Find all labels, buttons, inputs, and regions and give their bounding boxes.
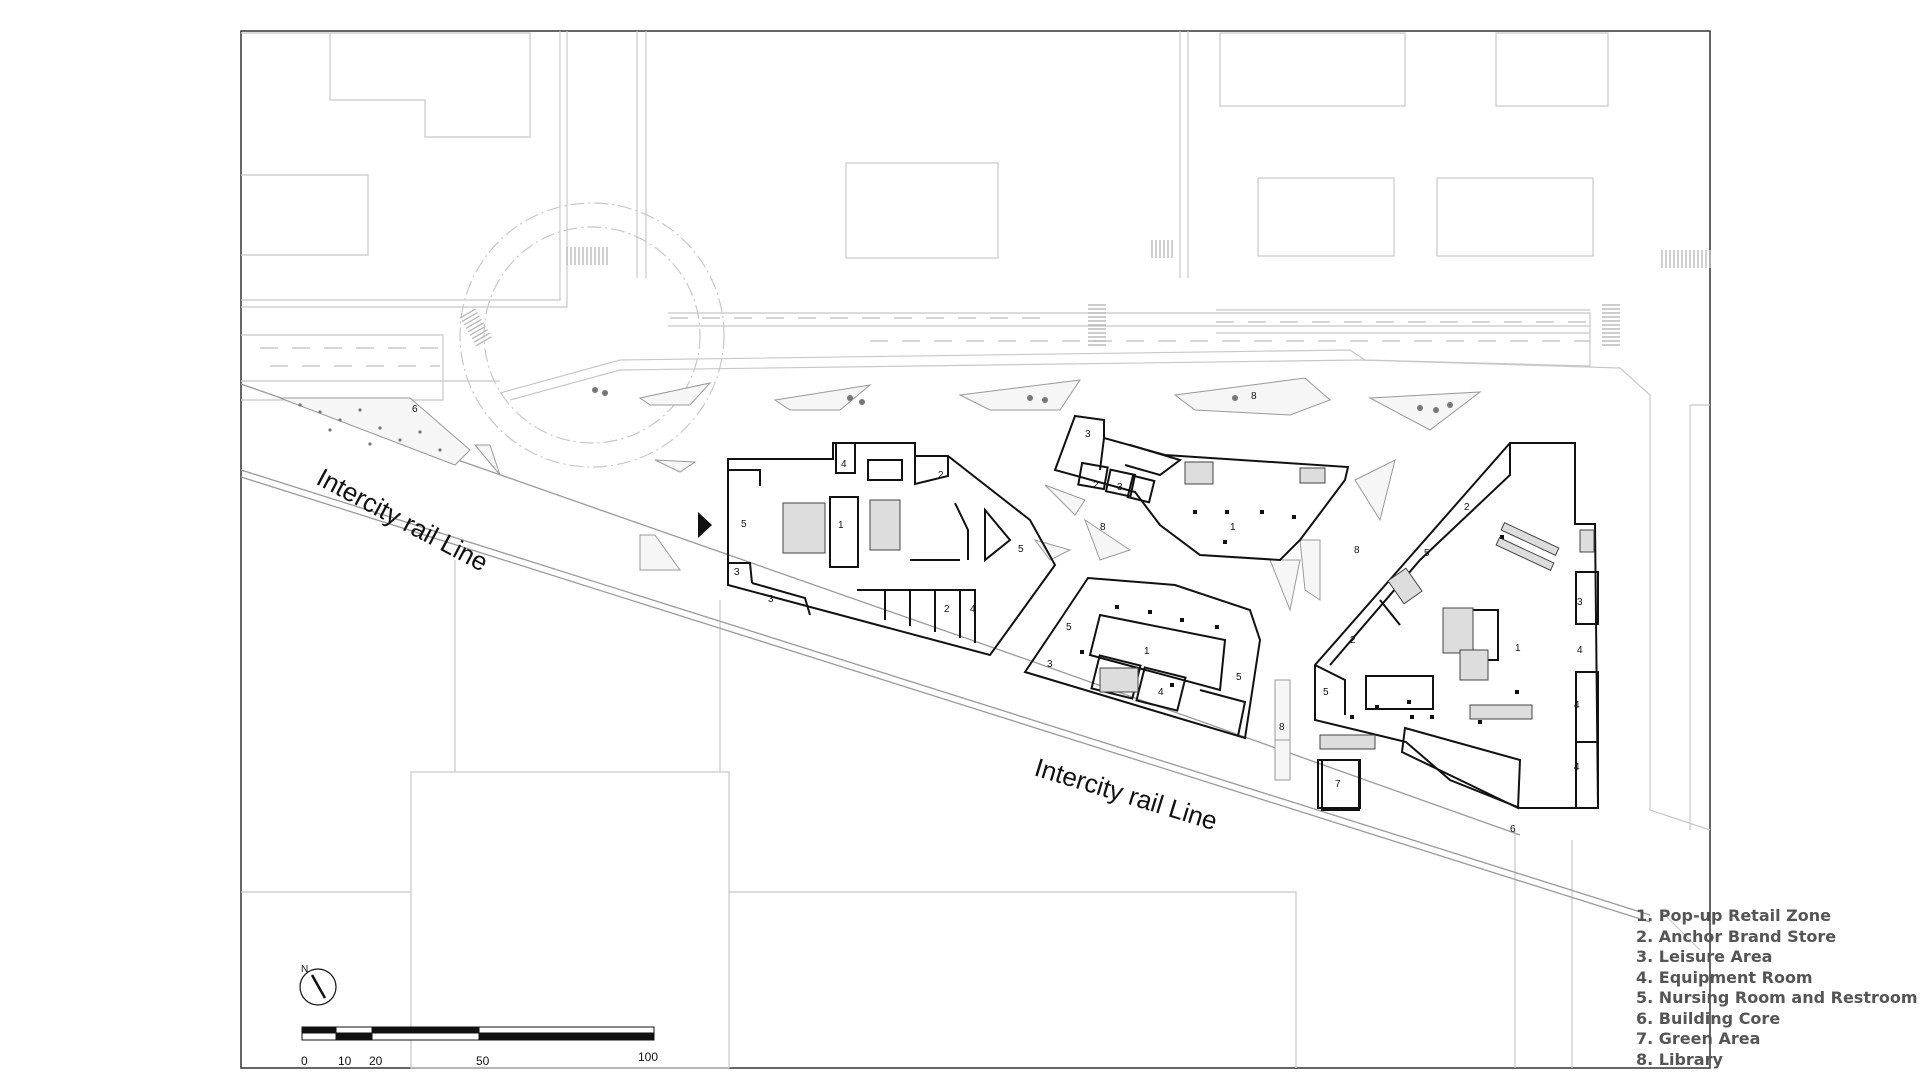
scale-bar (301, 1026, 655, 1041)
building-b (1053, 414, 1350, 562)
legend-item: 2. Anchor Brand Store (1636, 926, 1837, 946)
legend-item: 8. Library (1636, 1049, 1723, 1069)
structural-columns (1080, 510, 1519, 724)
room-number: 7 (1335, 779, 1341, 790)
legend-item: 1. Pop-up Retail Zone (1636, 906, 1831, 925)
green-area-block (1317, 759, 1361, 809)
room-number: 2 (938, 470, 944, 481)
room-number: 1 (838, 520, 844, 531)
north-label: N (301, 964, 309, 975)
room-number: 5 (1236, 672, 1242, 683)
legend-item: 7. Green Area (1636, 1029, 1761, 1048)
building-cores (782, 461, 1595, 750)
drawing-frame (240, 30, 1711, 1069)
building-c (1023, 576, 1262, 740)
room-number: 3 (734, 567, 740, 578)
room-number: 2 (1093, 480, 1099, 491)
room-number: 2 (1464, 502, 1470, 513)
scale-tick-10: 10 (338, 1054, 352, 1068)
room-number: 3 (768, 594, 774, 605)
scale-tick-100: 100 (638, 1050, 659, 1064)
room-number: 3 (1117, 482, 1123, 493)
entrance-arrow (698, 512, 712, 538)
north-arrow (299, 968, 337, 1006)
room-number: 8 (1354, 545, 1360, 556)
room-number: 1 (1515, 643, 1521, 654)
room-number: 5 (1424, 548, 1430, 559)
room-number: 3 (1085, 429, 1091, 440)
room-number: 4 (1574, 700, 1580, 711)
room-number: 5 (1018, 544, 1024, 555)
rail-corridor (240, 383, 1651, 923)
room-number: 5 (1323, 687, 1329, 698)
scale-tick-50: 50 (476, 1054, 490, 1068)
room-number: 5 (741, 519, 747, 530)
room-number: 8 (1100, 522, 1106, 533)
legend-item: 4. Equipment Room (1636, 967, 1813, 987)
room-number: 4 (1577, 645, 1583, 656)
landscape-islands (279, 377, 1482, 781)
planting-texture (298, 387, 1453, 452)
room-number: 1 (1230, 522, 1236, 533)
legend-item: 6. Building Core (1636, 1008, 1781, 1028)
room-number: 5 (1066, 622, 1072, 633)
building-d (1314, 442, 1600, 811)
scale-tick-20: 20 (369, 1054, 383, 1068)
room-number: 2 (1350, 635, 1356, 646)
room-number: 4 (1574, 762, 1580, 773)
legend-item: 5. Nursing Room and Restroom (1636, 988, 1918, 1007)
scale-tick-0: 0 (301, 1054, 308, 1068)
room-number: 4 (970, 604, 976, 615)
room-numbers: 5 4 2 1 5 3 3 2 4 3 2 3 1 8 5 1 3 4 5 2 … (412, 391, 1583, 835)
room-number: 3 (1047, 659, 1053, 670)
building-a (727, 442, 1057, 657)
room-number: 4 (841, 459, 847, 470)
room-number: 8 (1279, 722, 1285, 733)
legend: 1. Pop-up Retail Zone 2. Anchor Brand St… (1636, 906, 1918, 1070)
lane-markings (260, 317, 1590, 367)
context-streets (241, 31, 1711, 1069)
room-number: 6 (412, 404, 418, 415)
room-number: 8 (1251, 391, 1257, 402)
room-number: 6 (1510, 824, 1516, 835)
legend-item: 3. Leisure Area (1636, 947, 1773, 966)
room-number: 3 (1577, 597, 1583, 608)
room-number: 1 (1144, 646, 1150, 657)
crosswalks (459, 240, 1711, 347)
room-number: 4 (1158, 687, 1164, 698)
roundabout (459, 202, 725, 468)
room-number: 2 (944, 604, 950, 615)
